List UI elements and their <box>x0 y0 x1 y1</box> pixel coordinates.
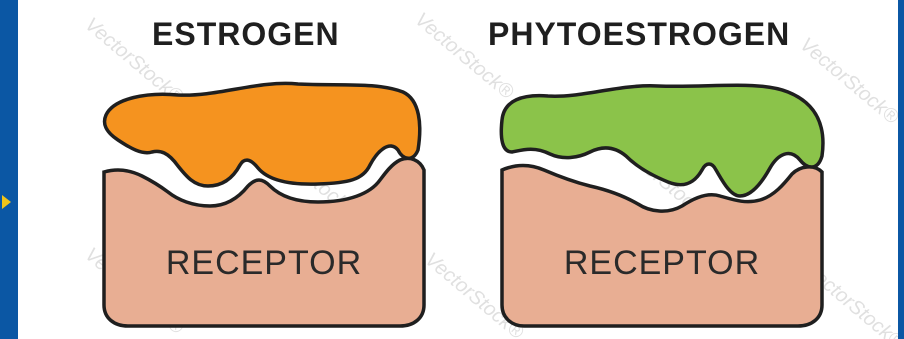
estrogen-receptor-label: RECEPTOR <box>166 244 362 282</box>
diagram-canvas: VectorStock® VectorStock® VectorStock® V… <box>18 0 898 339</box>
estrogen-receptor <box>104 158 424 326</box>
phytoestrogen-receptor-label: RECEPTOR <box>564 244 760 282</box>
yellow-arrow-icon <box>2 195 11 209</box>
right-blue-strip <box>898 0 904 339</box>
estrogen-molecule <box>105 83 420 186</box>
left-blue-strip <box>0 0 18 339</box>
diagram-svg: RECEPTOR RECEPTOR <box>18 0 898 339</box>
